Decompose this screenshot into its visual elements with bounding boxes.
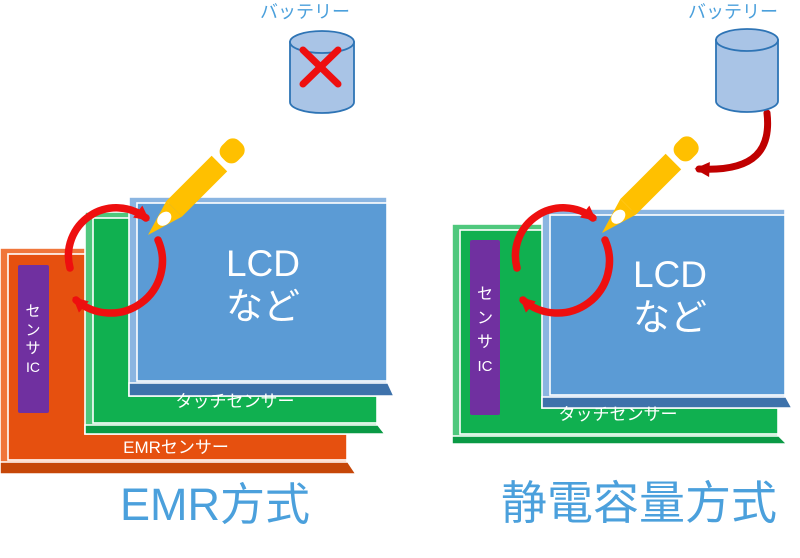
- panel-emr: セ ン サ IC LCD など タッチセンサー EMRセンサー: [0, 2, 396, 530]
- pen-body: [166, 155, 228, 217]
- battery-body: [715, 39, 779, 113]
- loop-arrow-top: [64, 204, 150, 272]
- touch-layer-bevel: [84, 424, 387, 435]
- lcd-layer-bevel: [128, 382, 396, 397]
- cross-stroke: [299, 46, 342, 88]
- sensor-ic-char: サ: [25, 340, 40, 357]
- lcd-layer: [128, 196, 396, 397]
- battery-power-arrow: [694, 109, 772, 178]
- energy-loop-arrows: [64, 204, 167, 317]
- battery-top: [715, 28, 779, 52]
- panel-capacitive: セ ン サ IC LCD など タッチセンサー: [451, 2, 794, 529]
- sensor-ic-chip: セ ン サ IC: [18, 265, 49, 413]
- emr-sensor-label: EMRセンサー: [123, 438, 229, 457]
- lcd-label-line1: LCD: [226, 243, 300, 284]
- lcd-layer-bevel: [541, 396, 794, 409]
- pen-body: [620, 153, 682, 215]
- emr-layer-bevel: [0, 461, 358, 475]
- sensor-ic-char: ン: [477, 310, 493, 327]
- battery-icon: [715, 28, 779, 113]
- sensor-ic-char: IC: [26, 359, 40, 375]
- sensor-ic-char: サ: [477, 334, 493, 351]
- sensor-ic-char: セ: [477, 286, 493, 303]
- lcd-label-line1: LCD: [633, 254, 707, 295]
- sensor-ic-chip: セ ン サ IC: [470, 240, 500, 415]
- panel-title-emr: EMR方式: [120, 479, 310, 530]
- pen-cap: [673, 136, 699, 162]
- sensor-ic-char: IC: [478, 358, 493, 375]
- loop-arrow-top: [511, 204, 597, 272]
- touch-sensor-label: タッチセンサー: [559, 405, 678, 424]
- stylus-pen-icon: [148, 138, 245, 235]
- loop-arrow-bottom: [519, 236, 614, 317]
- touch-layer-bevel: [451, 435, 789, 445]
- pen-tip-hole: [157, 211, 172, 226]
- sensor-ic-char: ン: [25, 322, 40, 339]
- energy-loop-arrows: [511, 204, 614, 317]
- battery-cross-icon: [299, 46, 342, 88]
- battery-label: バッテリー: [688, 2, 778, 22]
- sensor-ic-body: [18, 265, 49, 413]
- lcd-label-line2: など: [633, 297, 707, 338]
- sensor-ic-body: [470, 240, 500, 415]
- lcd-label-line2: など: [226, 286, 300, 327]
- battery-label: バッテリー: [260, 2, 350, 22]
- pen-tip-hole: [611, 209, 626, 224]
- panel-title-capacitive: 静電容量方式: [501, 477, 777, 529]
- lcd-layer-front: [136, 202, 388, 382]
- pen-cap: [219, 138, 245, 164]
- sensor-ic-char: セ: [25, 303, 40, 320]
- battery-body: [289, 41, 355, 114]
- stylus-pen-icon: [602, 136, 699, 233]
- loop-arrow-bottom: [72, 236, 167, 317]
- touch-sensor-label: タッチセンサー: [176, 392, 295, 411]
- lcd-layer: [541, 208, 794, 409]
